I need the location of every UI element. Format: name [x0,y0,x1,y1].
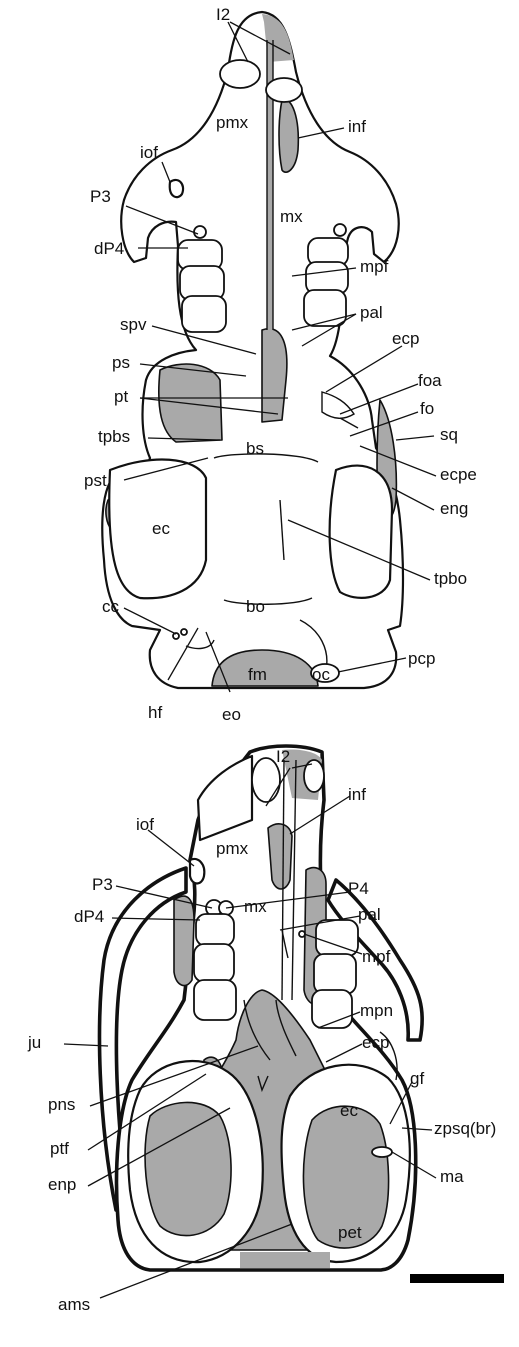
label-lower-mpn: mpn [360,1001,393,1020]
label-upper-bs: bs [246,439,264,458]
upper-skull-diagram [102,12,403,688]
label-lower-pet: pet [338,1223,362,1242]
label-upper-spv: spv [120,315,147,334]
label-upper-tpbo: tpbo [434,569,467,588]
label-lower-ams: ams [58,1295,90,1314]
label-lower-inf: inf [348,785,366,804]
label-upper-pt: pt [114,387,128,406]
label-lower-pmx: pmx [216,839,249,858]
label-upper-ps: ps [112,353,130,372]
label-upper-pal: pal [360,303,383,322]
label-upper-bo: bo [246,597,265,616]
label-lower-ma: ma [440,1167,464,1186]
label-lower-gf: gf [410,1069,424,1088]
label-upper-tpbs: tpbs [98,427,130,446]
label-upper-cc: cc [102,597,120,616]
label-lower-P4: P4 [348,879,369,898]
label-lower-zpsq: zpsq(br) [434,1119,496,1138]
label-upper-ecpe: ecpe [440,465,477,484]
label-lower-ptf: ptf [50,1139,69,1158]
label-lower-mx: mx [244,897,267,916]
label-upper-I2: I2 [216,5,230,24]
label-upper-mx: mx [280,207,303,226]
scale-bar [410,1274,504,1283]
label-upper-sq: sq [440,425,458,444]
label-upper-oc: oc [312,665,330,684]
label-upper-eo: eo [222,705,241,724]
label-lower-pal: pal [358,905,381,924]
label-lower-mpf: mpf [362,947,391,966]
label-lower-P3: P3 [92,875,113,894]
label-lower-enp: enp [48,1175,76,1194]
label-upper-pmx: pmx [216,113,249,132]
label-upper-iof: iof [140,143,158,162]
label-upper-ec: ec [152,519,170,538]
label-lower-ecp: ecp [362,1033,389,1052]
label-upper-eng: eng [440,499,468,518]
label-upper-ecp: ecp [392,329,419,348]
label-lower-pns: pns [48,1095,75,1114]
label-lower-iof: iof [136,815,154,834]
label-lower-I2: I2 [276,747,290,766]
label-lower-ec: ec [340,1101,358,1120]
label-upper-fm: fm [248,665,267,684]
label-upper-hf: hf [148,703,162,722]
label-upper-mpf: mpf [360,257,389,276]
label-upper-fo: fo [420,399,434,418]
label-lower-ju: ju [27,1033,41,1052]
label-lower-dP4: dP4 [74,907,104,926]
label-upper-P3: P3 [90,187,111,206]
label-upper-foa: foa [418,371,442,390]
label-upper-inf: inf [348,117,366,136]
label-upper-pst: pst [84,471,107,490]
label-upper-dP4: dP4 [94,239,124,258]
label-upper-pcp: pcp [408,649,435,668]
